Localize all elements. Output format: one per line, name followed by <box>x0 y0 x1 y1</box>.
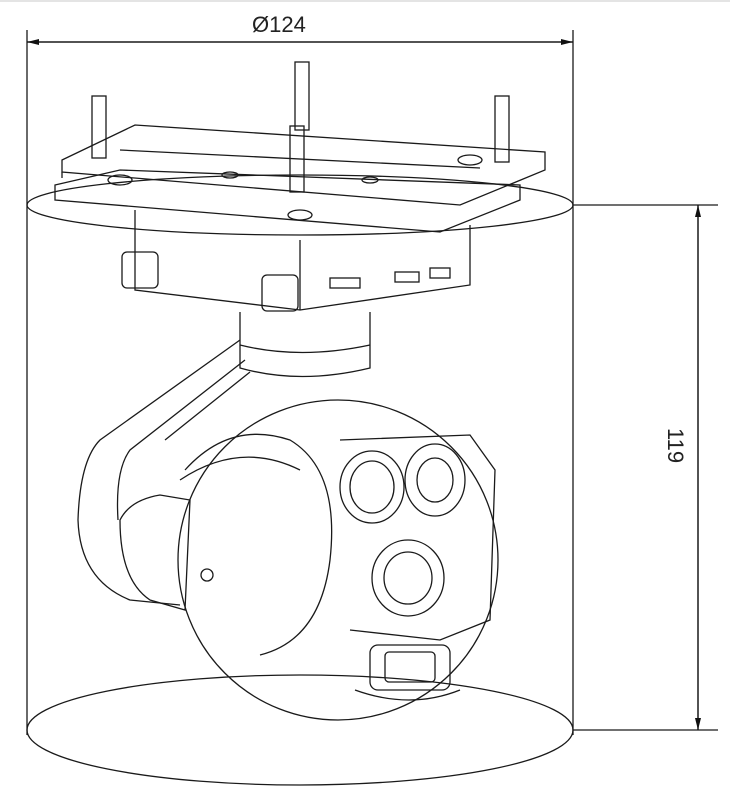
height-dimension: 119 <box>573 204 718 731</box>
diameter-dimension: Ø124 <box>27 12 573 45</box>
height-label: 119 <box>663 428 688 463</box>
top-border <box>0 0 730 2</box>
gimbal-illustration <box>54 61 546 721</box>
envelope-cylinder <box>26 30 574 786</box>
diameter-label: Ø124 <box>252 12 306 37</box>
